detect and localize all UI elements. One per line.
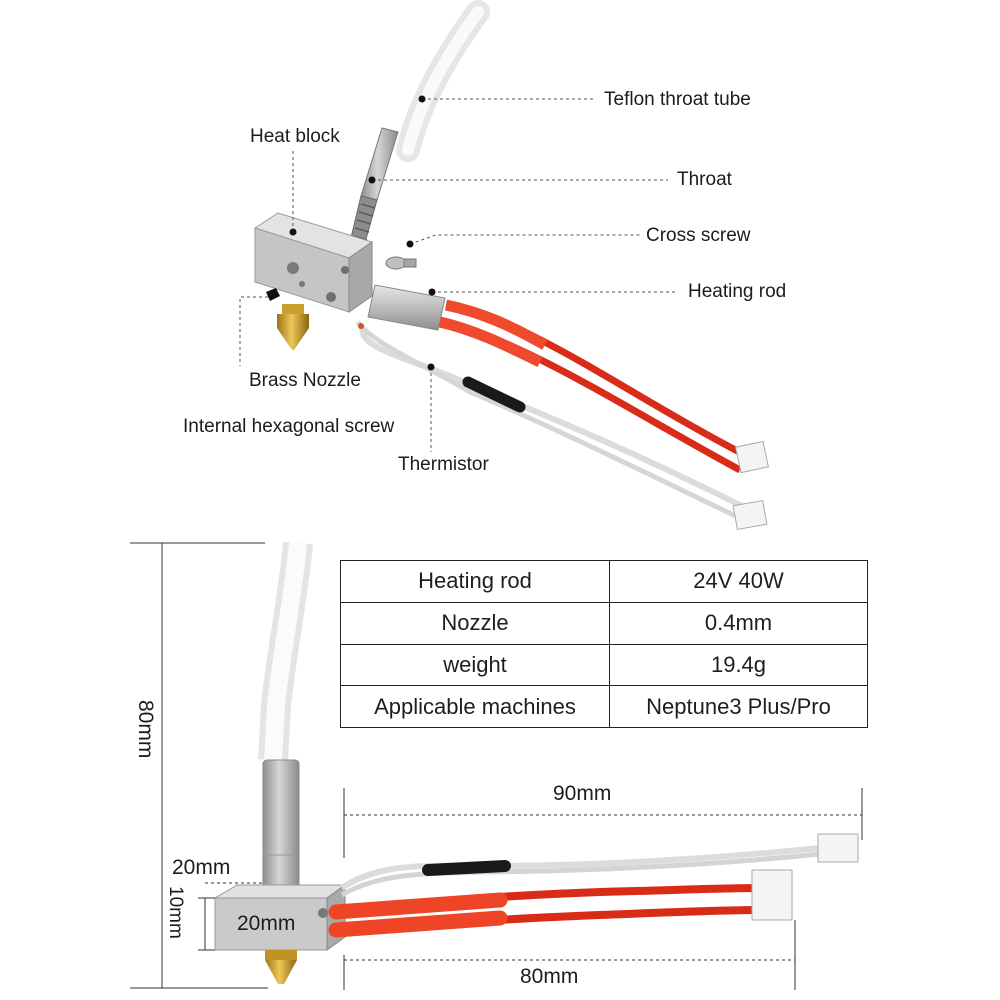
label-brass-nozzle: Brass Nozzle bbox=[249, 370, 361, 391]
heating-rod-part bbox=[367, 284, 769, 474]
spec-value: 0.4mm bbox=[609, 601, 868, 645]
label-heat-block: Heat block bbox=[250, 126, 340, 147]
table-row: weight 19.4g bbox=[340, 643, 868, 687]
throat-part bbox=[349, 127, 399, 247]
label-cross-screw: Cross screw bbox=[646, 225, 751, 246]
dim-height: 80mm bbox=[134, 700, 157, 759]
spec-value: Neptune3 Plus/Pro bbox=[609, 685, 868, 728]
dimension-lines bbox=[130, 542, 863, 990]
leader-lines bbox=[239, 98, 678, 452]
label-throat: Throat bbox=[677, 169, 732, 190]
dim-cable-short: 80mm bbox=[520, 965, 579, 988]
label-hex-screw: Internal hexagonal screw bbox=[183, 416, 395, 437]
heat-block-part bbox=[253, 212, 374, 313]
brass-nozzle-bottom bbox=[265, 950, 297, 984]
wires-bottom bbox=[328, 845, 821, 938]
dim-block-depth: 20mm bbox=[237, 912, 296, 935]
thermistor-connector bbox=[817, 833, 859, 863]
label-heating-rod: Heating rod bbox=[688, 281, 787, 302]
label-teflon-tube: Teflon throat tube bbox=[604, 89, 751, 110]
dim-block-height: 10mm bbox=[165, 886, 186, 939]
throat-bottom bbox=[262, 759, 300, 891]
spec-name: Heating rod bbox=[340, 560, 610, 603]
table-row: Heating rod 24V 40W bbox=[340, 560, 868, 603]
spec-name: Nozzle bbox=[340, 601, 610, 645]
hex-screw-part bbox=[266, 288, 280, 301]
spec-table: Heating rod 24V 40W Nozzle 0.4mm weight … bbox=[340, 560, 868, 728]
thermistor-part bbox=[355, 320, 768, 531]
table-row: Applicable machines Neptune3 Plus/Pro bbox=[340, 685, 868, 728]
table-row: Nozzle 0.4mm bbox=[340, 601, 868, 645]
heater-connector bbox=[751, 869, 793, 921]
dim-cable-long: 90mm bbox=[553, 782, 612, 805]
label-thermistor: Thermistor bbox=[398, 454, 489, 475]
spec-value: 19.4g bbox=[609, 643, 868, 687]
cross-screw-part bbox=[385, 256, 417, 270]
dim-block-width: 20mm bbox=[172, 856, 231, 879]
spec-name: Applicable machines bbox=[340, 685, 610, 728]
brass-nozzle-part bbox=[277, 304, 309, 350]
spec-name: weight bbox=[340, 643, 610, 687]
spec-value: 24V 40W bbox=[609, 560, 868, 603]
